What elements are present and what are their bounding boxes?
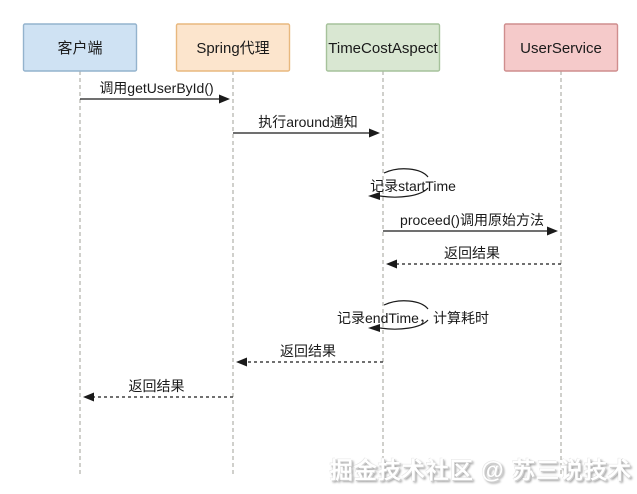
message-arrowhead [369,128,380,138]
actor-box [175,23,291,72]
message-arrowhead [236,357,247,367]
actor-label: TimeCostAspect [328,40,438,57]
message-label: 执行around通知 [258,114,358,130]
message-label: 记录startTime [370,178,456,194]
message-arrowhead [547,226,558,236]
watermark: 掘金技术社区 @ 苏三说技术 [329,457,632,483]
self-loop-arrowhead [368,192,380,200]
message-label: proceed()调用原始方法 [400,212,544,228]
message-arrowhead [386,259,397,269]
self-loop-bottom-arc [379,319,429,330]
self-loop-top-arc [383,300,429,310]
actor-box [325,23,441,72]
self-loop-bottom-arc [379,187,429,198]
message-label: 返回结果 [444,245,500,261]
message-arrowhead [83,392,94,402]
self-loop-arrowhead [368,324,380,332]
actor-label: Spring代理 [196,40,269,57]
self-loop-top-arc [383,168,429,178]
actor-box [22,23,138,72]
actor-label: UserService [520,40,602,57]
message-label: 返回结果 [280,343,336,359]
message-label: 记录endTime，计算耗时 [337,310,489,326]
actor-label: 客户端 [57,40,102,57]
message-label: 调用getUserById() [99,80,213,96]
message-arrowhead [219,94,230,104]
actor-box [503,23,619,72]
message-label: 返回结果 [129,378,185,394]
